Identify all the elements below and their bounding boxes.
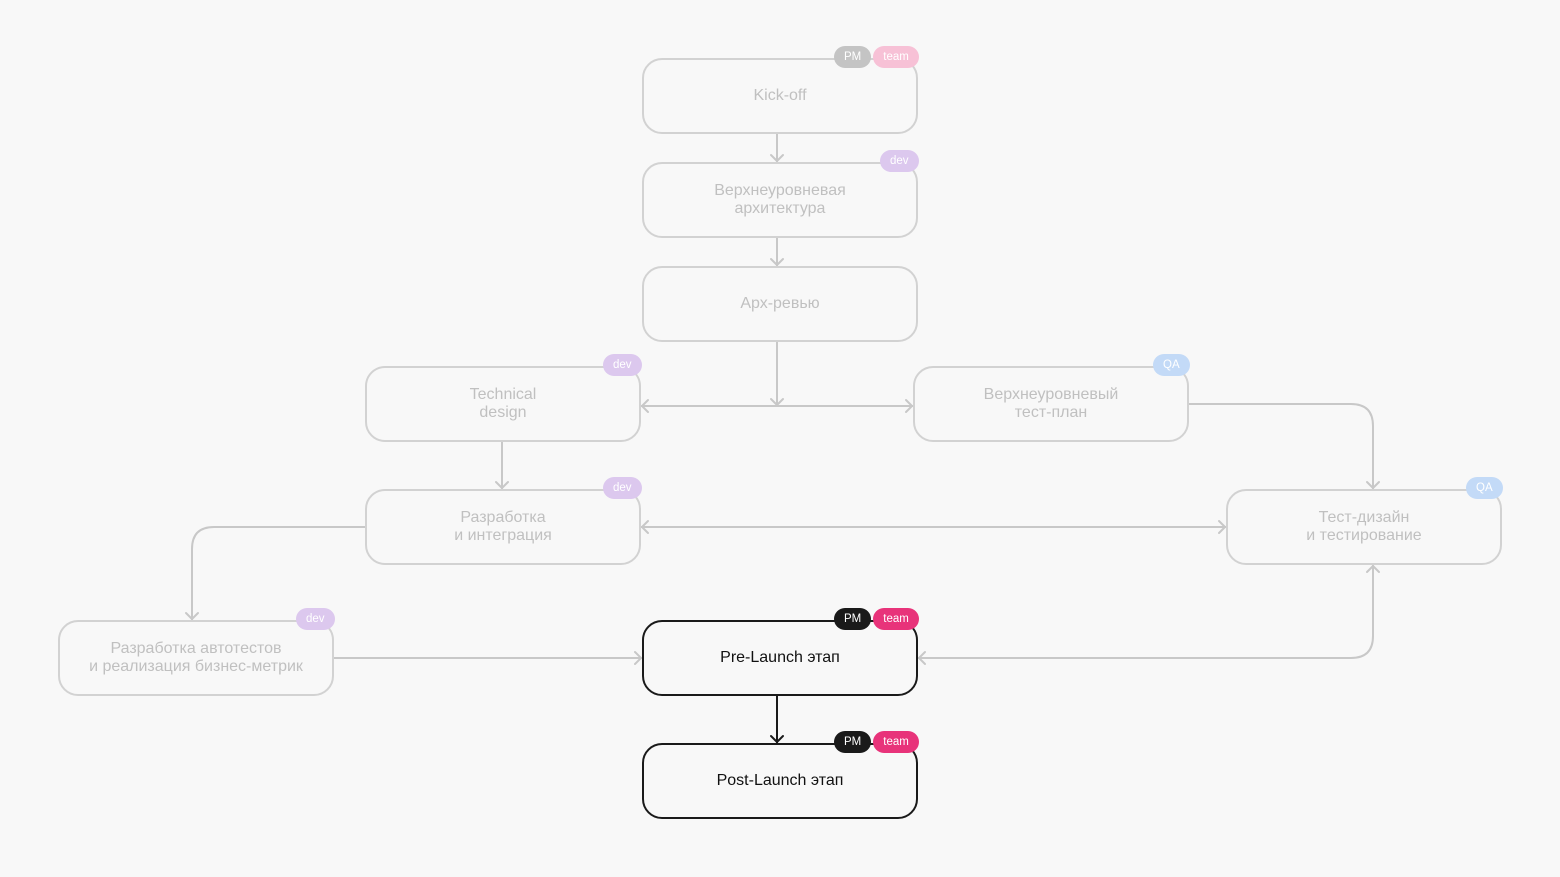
node-arch-review-label: Арх-ревью [740, 295, 820, 312]
tag-pm-badge: PM [834, 731, 872, 753]
tag-dev-badge: dev [603, 354, 642, 376]
node-tags: dev [603, 477, 642, 499]
node-test-design-testing[interactable]: Тест-дизайн и тестирование [1226, 489, 1502, 565]
arrowhead-icon [641, 520, 649, 534]
arrowhead-icon [1366, 565, 1380, 573]
arrowhead-icon [1366, 481, 1380, 489]
tag-qa-badge: QA [1153, 354, 1190, 376]
tag-pm-badge: PM [834, 608, 872, 630]
tag-team-badge: team [873, 608, 919, 630]
node-tags: dev [296, 608, 335, 630]
tag-dev-badge: dev [296, 608, 335, 630]
node-autotests-business-metrics-label: Разработка автотестов и реализация бизне… [89, 640, 303, 675]
tag-dev-badge: dev [603, 477, 642, 499]
arrowhead-icon [770, 258, 784, 266]
node-high-level-test-plan-label: Верхнеуровневый тест-план [983, 386, 1119, 421]
arrowhead-icon [1218, 520, 1226, 534]
node-high-level-architecture[interactable]: Верхнеуровневая архитектура [642, 162, 918, 238]
node-tags: QA [1466, 477, 1503, 499]
node-kickoff-label: Kick-off [753, 87, 807, 104]
node-post-launch-label: Post-Launch этап [716, 772, 844, 789]
node-development-integration-label: Разработка и интеграция [454, 509, 552, 544]
arrowhead-icon [495, 481, 509, 489]
node-tags: QA [1153, 354, 1190, 376]
node-tags: dev [880, 150, 919, 172]
tag-qa-badge: QA [1466, 477, 1503, 499]
node-technical-design[interactable]: Technical design [365, 366, 641, 442]
arrowhead-icon [918, 651, 926, 665]
edge-devint-autotests [191, 526, 366, 621]
edge-testdesign-prelaunch [917, 564, 1374, 659]
node-pre-launch[interactable]: Pre-Launch этап [642, 620, 918, 696]
tag-team-badge: team [873, 731, 919, 753]
arrowhead-icon [770, 735, 784, 743]
arrowhead-icon [641, 399, 649, 413]
tag-pm-badge: PM [834, 46, 872, 68]
arrowhead-icon [185, 612, 199, 620]
arrowhead-icon [770, 154, 784, 162]
arrowhead-icon [634, 651, 642, 665]
edge-testplan-testdesign [1188, 403, 1374, 490]
node-technical-design-label: Technical design [469, 386, 537, 421]
node-tags: dev [603, 354, 642, 376]
node-high-level-architecture-label: Верхнеуровневая архитектура [714, 182, 846, 217]
node-autotests-business-metrics[interactable]: Разработка автотестов и реализация бизне… [58, 620, 334, 696]
node-high-level-test-plan[interactable]: Верхнеуровневый тест-план [913, 366, 1189, 442]
node-arch-review[interactable]: Арх-ревью [642, 266, 918, 342]
tag-team-badge: team [873, 46, 919, 68]
tag-dev-badge: dev [880, 150, 919, 172]
node-test-design-testing-label: Тест-дизайн и тестирование [1306, 509, 1422, 544]
node-development-integration[interactable]: Разработка и интеграция [365, 489, 641, 565]
node-post-launch[interactable]: Post-Launch этап [642, 743, 918, 819]
node-kickoff[interactable]: Kick-off [642, 58, 918, 134]
arrowhead-icon [905, 399, 913, 413]
node-pre-launch-label: Pre-Launch этап [720, 649, 840, 666]
